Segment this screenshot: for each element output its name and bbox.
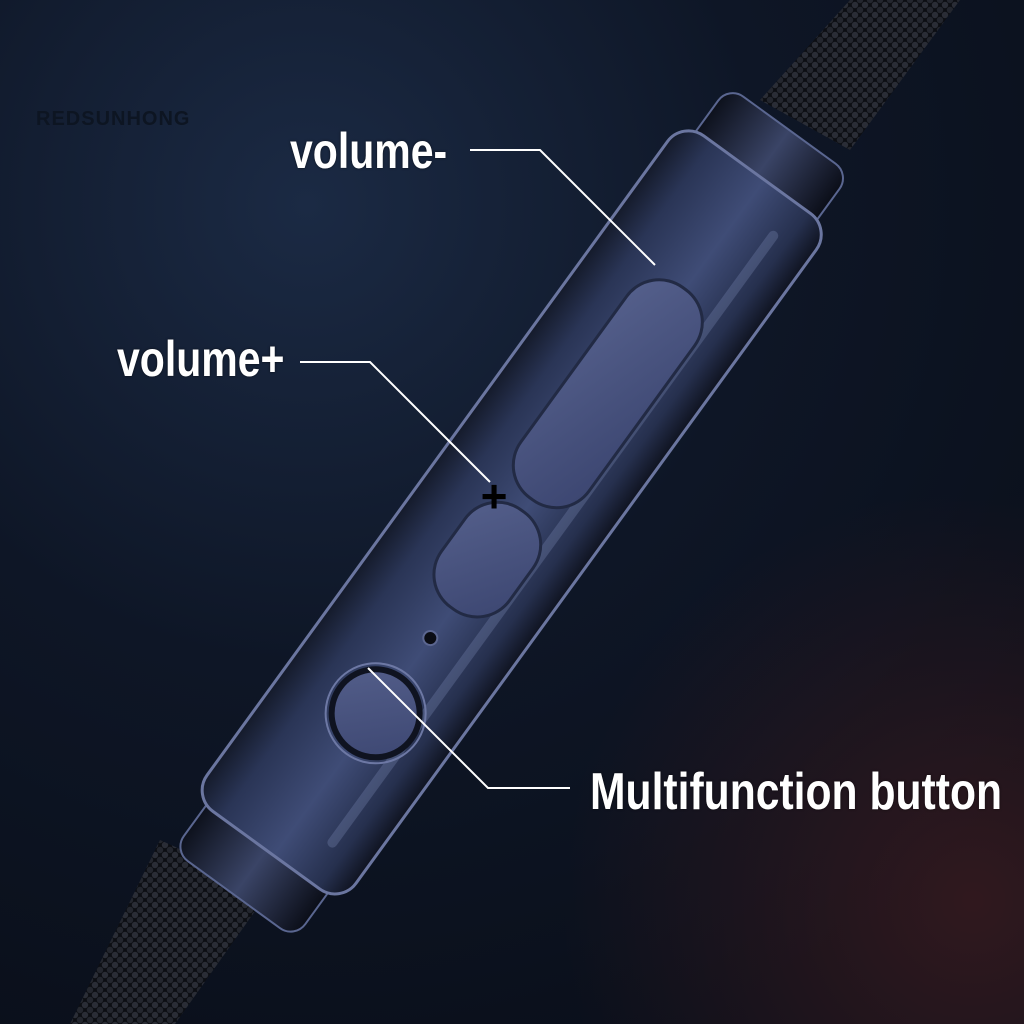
cable-bottom	[70, 840, 270, 1024]
microphone-hole	[422, 630, 439, 647]
volume-down-label: volume-	[290, 123, 448, 179]
callout-line-volume-up	[300, 361, 491, 483]
cable-top	[760, 0, 960, 150]
inline-remote	[179, 92, 844, 933]
watermark: REDSUNHONG	[36, 108, 191, 130]
callout-line-volume-down	[470, 149, 656, 266]
callout-line-multifunction	[367, 667, 570, 789]
volume-up-label: volume+	[117, 331, 285, 387]
plus-symbol: +	[481, 470, 508, 522]
multifunction-label: Multifunction button	[590, 763, 1003, 821]
volume-up-button	[432, 500, 543, 619]
volume-down-button	[511, 278, 704, 510]
multifunction-button	[328, 666, 423, 761]
